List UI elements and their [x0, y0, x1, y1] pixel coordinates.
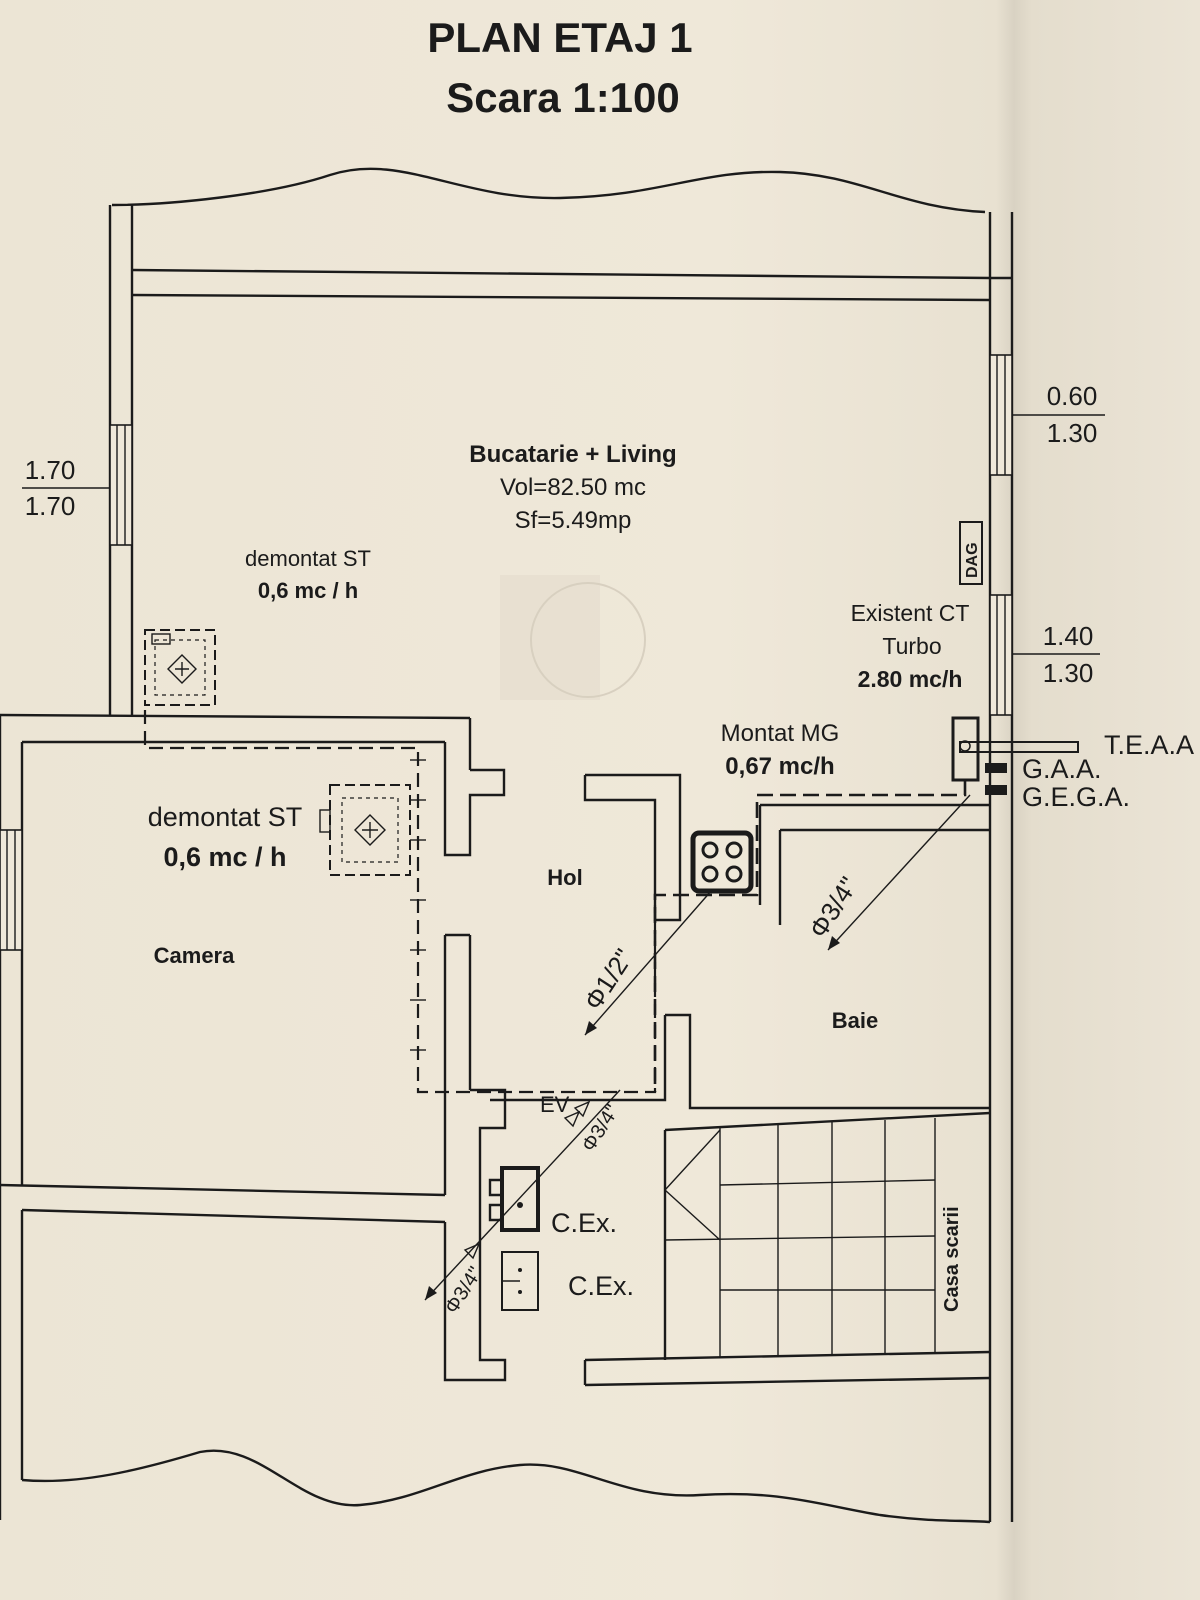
walls: [0, 205, 1014, 1522]
cooker-label: Montat MG: [721, 720, 840, 747]
window-right-upper-bottom: 1.30: [1047, 418, 1098, 448]
sticker-mark: [500, 575, 646, 700]
room-label-stairs: Casa scarii: [941, 1206, 963, 1312]
gas-meter-2: C.Ex.: [501, 1251, 634, 1311]
cooker-mg: Montat MG 0,67 mc/h: [690, 720, 840, 894]
window-dims-right-mid: 1.40 1.30: [1012, 621, 1100, 688]
room-volume-living: Vol=82.50 mc: [500, 474, 646, 501]
window-left-bottom: 1.70: [25, 491, 76, 521]
window-right-upper: [989, 354, 1013, 476]
window-left-top: 1.70: [25, 455, 76, 485]
staircase: Casa scarii: [664, 1118, 963, 1360]
room-label-hol: Hol: [547, 865, 582, 890]
window-left-camera: [0, 829, 23, 951]
dag-label: DAG: [964, 542, 981, 578]
top-break-line: [111, 167, 986, 214]
boiler-flow: 2.80 mc/h: [858, 666, 963, 692]
stove-living-flow: 0,6 mc / h: [258, 578, 358, 603]
boiler-label-2: Turbo: [882, 633, 941, 659]
boiler-label-1: Existent CT: [851, 600, 970, 626]
gas-meter-1: C.Ex.: [488, 1166, 617, 1238]
plan-title: PLAN ETAJ 1: [427, 14, 692, 61]
valve-ev-label: EV: [540, 1092, 570, 1117]
stove-camera-flow: 0,6 mc / h: [163, 842, 286, 872]
stove-living: demontat ST 0,6 mc / h: [144, 546, 371, 706]
pipe-baie-label: Φ3/4": [803, 871, 864, 943]
boiler-ct: Existent CT Turbo 2.80 mc/h: [851, 600, 980, 782]
window-right-upper-top: 0.60: [1047, 381, 1098, 411]
meter-1-label: C.Ex.: [551, 1208, 617, 1238]
window-right-mid-top: 1.40: [1043, 621, 1094, 651]
room-label-camera: Camera: [154, 943, 235, 968]
room-area-living: Sf=5.49mp: [515, 507, 632, 534]
removed-pipe-route: [143, 710, 657, 1094]
room-label-baie: Baie: [832, 1008, 878, 1033]
window-dims-right-upper: 0.60 1.30: [1012, 381, 1105, 448]
pipe-half-inch-label: Φ1/2": [578, 943, 639, 1015]
window-right-mid: [989, 594, 1013, 716]
vent-gaa: G.A.A.: [1022, 754, 1102, 784]
window-left-upper: [109, 424, 133, 546]
stove-living-label: demontat ST: [245, 546, 371, 571]
plan-scale: Scara 1:100: [446, 74, 680, 121]
stove-camera: demontat ST 0,6 mc / h: [148, 784, 411, 876]
cooker-flow: 0,67 mc/h: [725, 753, 834, 780]
dag-box: DAG: [959, 521, 983, 585]
room-label-living: Bucatarie + Living: [469, 441, 676, 468]
vent-teaa: T.E.A.A: [1104, 730, 1194, 760]
window-dims-left: 1.70 1.70: [22, 455, 110, 521]
gas-pipe-route: [653, 780, 967, 1092]
vents: T.E.A.A G.A.A. G.E.G.A.: [959, 730, 1194, 812]
meter-2-label: C.Ex.: [568, 1271, 634, 1301]
stove-camera-label: demontat ST: [148, 802, 303, 832]
vent-gega: G.E.G.A.: [1022, 782, 1130, 812]
window-right-mid-bottom: 1.30: [1043, 658, 1094, 688]
bottom-break-line: [21, 1449, 991, 1524]
